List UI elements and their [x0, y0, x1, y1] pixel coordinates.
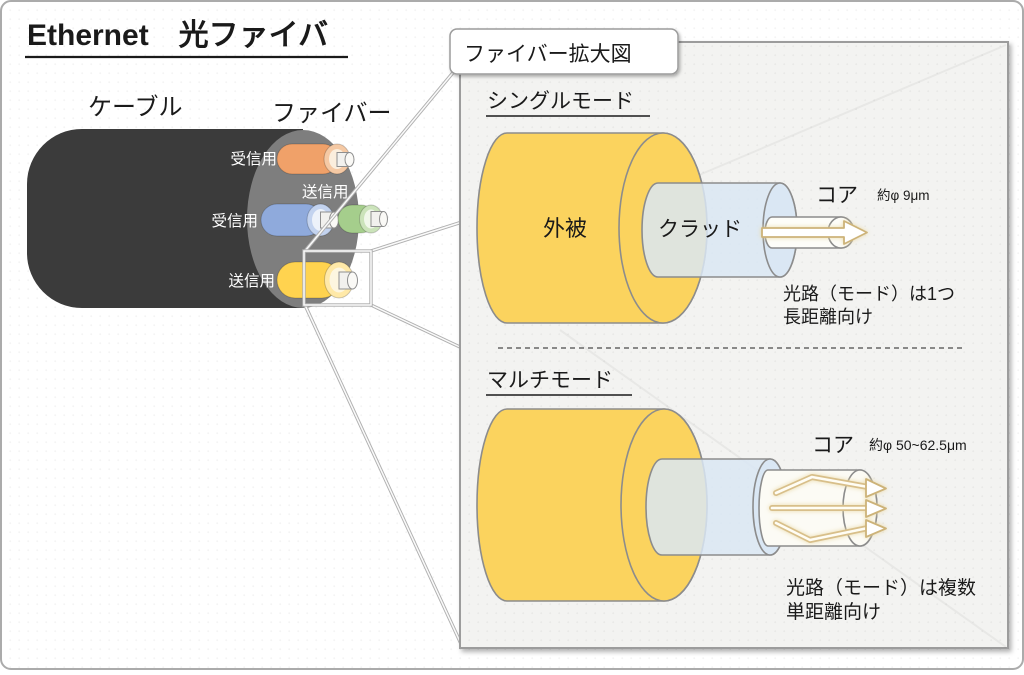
multi-light-paths [769, 474, 887, 543]
fiber-orange-label: 受信用 [230, 150, 277, 168]
light-arrowhead-middle [865, 499, 887, 518]
fiber-green-label: 送信用 [302, 183, 349, 201]
fiber-label: ファイバー [272, 100, 392, 127]
cable-label: ケーブル [88, 94, 183, 121]
multi-mode-section: マルチモード [476, 369, 976, 623]
single-mode-heading: シングルモード [487, 90, 634, 113]
multi-mode-heading: マルチモード [487, 369, 613, 392]
panel-title-box [449, 28, 679, 75]
cable-body [27, 129, 303, 308]
single-desc-1: 光路（モード）は1つ [783, 284, 955, 304]
clad-label: クラッド [658, 218, 742, 241]
single-core-label: コア [816, 184, 858, 207]
single-core-size: 約φ 9μm [877, 188, 930, 203]
single-light-path-arrow [761, 220, 868, 245]
fiber-blue-label: 受信用 [211, 212, 258, 230]
single-mode-section: シングルモード 外被 クラッド コア 約φ 9μm 光路（モード）は1つ 長距 [476, 90, 955, 327]
panel-title: ファイバー拡大図 [464, 43, 632, 66]
single-desc-2: 長距離向け [783, 307, 873, 327]
fiber-yellow-label: 送信用 [228, 272, 275, 290]
multi-desc-2: 単距離向け [786, 601, 881, 623]
fiber-yellow [276, 261, 358, 299]
fiber-green [337, 204, 388, 234]
callout-lines [303, 67, 464, 647]
enlarged-panel: ファイバー拡大図 シングルモード 外被 クラッド コア 約φ 9μm [449, 28, 1009, 649]
panel-crease-top [639, 44, 1007, 201]
cable-group: 受信用 受信用 送信用 送信用 [27, 129, 388, 308]
light-arrowhead-top [865, 478, 887, 498]
jacket-label: 外被 [543, 216, 587, 241]
page-title: Ethernet 光ファイバ [27, 19, 328, 52]
fiber-orange [276, 143, 355, 175]
selection-box [302, 249, 373, 307]
multi-core-size: 約φ 50~62.5μm [869, 437, 967, 453]
multi-desc-1: 光路（モード）は複数 [786, 577, 976, 599]
light-arrowhead-bottom [865, 519, 887, 538]
fiber-blue [260, 203, 339, 237]
multi-core-label: コア [812, 434, 854, 457]
